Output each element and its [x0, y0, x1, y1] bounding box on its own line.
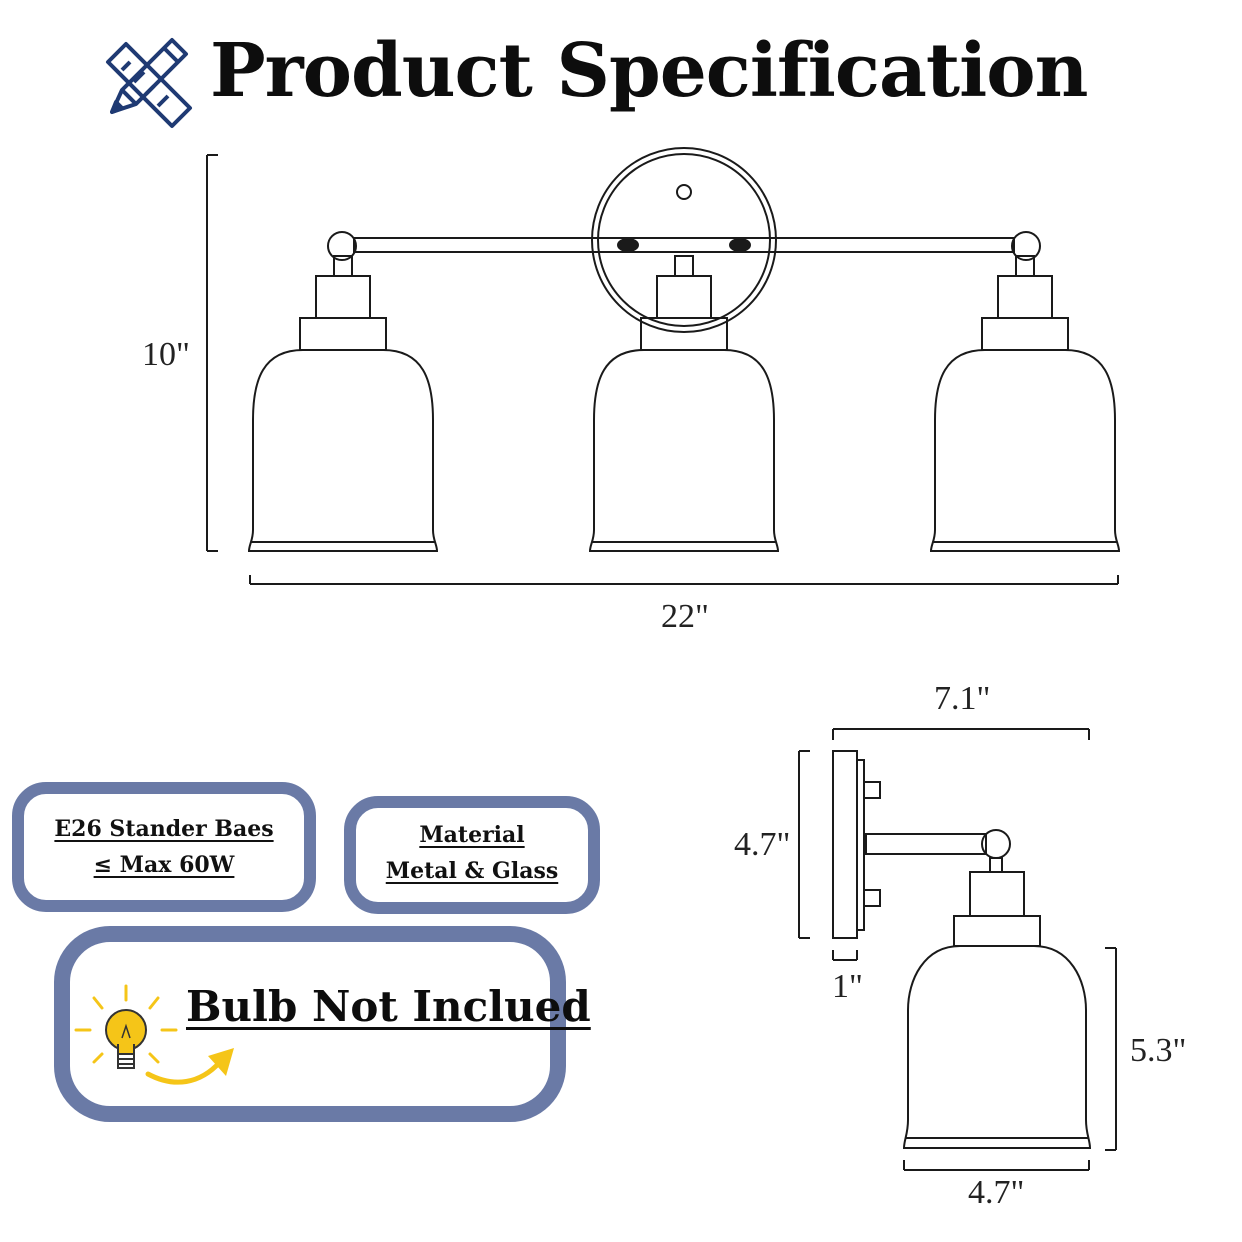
lamp-fixture [929, 255, 1121, 552]
front-width-label: 22" [661, 598, 709, 635]
side-backplate-height-label: 4.7" [734, 826, 791, 863]
bulb-info-box: Bulb Not Inclued [54, 926, 591, 1122]
side-shade-width-label: 4.7" [968, 1174, 1025, 1211]
light-bulb-icon [74, 984, 178, 1069]
side-shade-height-label: 5.3" [1130, 1032, 1187, 1069]
base-info-box: E26 Stander Baes ≤ Max 60W [12, 782, 316, 912]
material-heading-text: Material [419, 822, 525, 848]
max-wattage-text: ≤ Max 60W [93, 852, 235, 878]
front-height-label: 10" [142, 336, 190, 373]
side-backplate-depth-label: 1" [832, 968, 863, 1005]
material-info-box: Material Metal & Glass [344, 796, 600, 914]
bulb-not-included-text: Bulb Not Inclued [186, 982, 591, 1031]
lamp-fixture [588, 255, 780, 552]
base-type-text: E26 Stander Baes [54, 816, 274, 842]
side-depth-label: 7.1" [934, 680, 991, 717]
lamp-fixture [247, 255, 439, 552]
material-value-text: Metal & Glass [385, 858, 559, 884]
curved-arrow-icon [145, 1048, 234, 1085]
page-title: Product Specification [210, 28, 1088, 114]
